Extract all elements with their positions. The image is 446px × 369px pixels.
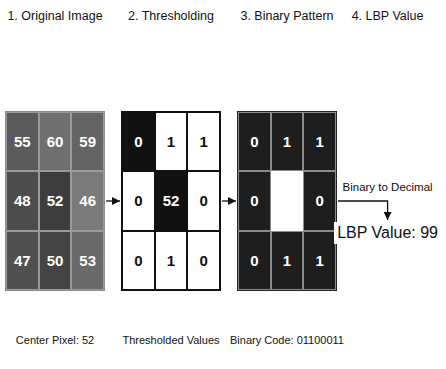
cell-value: 1 [315, 133, 323, 150]
cell-value: 53 [79, 252, 96, 269]
pixel-cell: 1 [187, 112, 220, 171]
pixel-cell: 0 [122, 231, 155, 290]
step-heading: 4. LBP Value [350, 9, 426, 23]
step-heading: 3. Binary Pattern [240, 9, 333, 23]
cell-value: 59 [79, 133, 96, 150]
cell-value: 0 [134, 192, 142, 209]
pixel-cell: 50 [39, 231, 72, 290]
pixel-cell: 48 [6, 171, 39, 230]
pixel-cell: 0 [187, 231, 220, 290]
cell-value: 50 [47, 252, 64, 269]
cell-value: 60 [47, 133, 64, 150]
pixel-cell: 0 [238, 231, 271, 290]
step-heading: 1. Original Image [7, 9, 102, 23]
result-value: LBP Value: 99 [334, 222, 441, 244]
pixel-cell: 46 [71, 171, 104, 230]
step-caption: Thresholded Values [122, 334, 219, 346]
step-caption: Center Pixel: 52 [16, 334, 94, 346]
cell-value: 0 [199, 192, 207, 209]
pixel-cell: 52 [39, 171, 72, 230]
pixel-cell: 0 [187, 171, 220, 230]
pixel-cell: 52 [155, 171, 188, 230]
cell-value: 55 [14, 133, 31, 150]
flow-arrow [106, 200, 120, 201]
pixel-cell: 59 [71, 112, 104, 171]
pixel-cell: 47 [6, 231, 39, 290]
cell-value: 0 [250, 133, 258, 150]
cell-value: 0 [134, 133, 142, 150]
cell-value: 0 [250, 252, 258, 269]
pixel-cell: 0 [238, 112, 271, 171]
pixel-cell: 0 [122, 171, 155, 230]
edge-label: Binary to Decimal [341, 181, 435, 193]
pixel-cell: 0 [303, 171, 336, 230]
cell-value: 1 [283, 133, 291, 150]
pixel-cell: 0 [238, 171, 271, 230]
cell-value: 0 [250, 192, 258, 209]
step-caption: Binary Code: 01100011 [230, 334, 344, 346]
cell-value: 0 [199, 252, 207, 269]
cell-value: 0 [134, 252, 142, 269]
pixel-grid: 3. Binary PatternBinary Code: 0110001101… [238, 112, 336, 290]
cell-value: 47 [14, 252, 31, 269]
cell-value: 1 [283, 252, 291, 269]
cell-value: LBP Value: 99 [337, 224, 438, 242]
flow-arrow [338, 201, 388, 220]
cell-value: 1 [315, 252, 323, 269]
cell-value: 1 [167, 133, 175, 150]
pixel-cell: 1 [303, 112, 336, 171]
cell-value: 0 [315, 192, 323, 209]
cell-value: 48 [14, 192, 31, 209]
cell-value: 52 [47, 192, 64, 209]
cell-value: 46 [79, 192, 96, 209]
cell-value: 1 [167, 252, 175, 269]
pixel-cell: 60 [39, 112, 72, 171]
pixel-cell: 1 [155, 231, 188, 290]
pixel-cell: 1 [271, 231, 304, 290]
cell-value: 52 [163, 192, 180, 209]
pixel-grid: 2. ThresholdingThresholded Values0110520… [122, 112, 220, 290]
pixel-cell: 53 [71, 231, 104, 290]
pixel-cell: 55 [6, 112, 39, 171]
pixel-grid: 1. Original ImageCenter Pixel: 525560594… [6, 112, 104, 290]
pixel-cell: 1 [303, 231, 336, 290]
cell-value: 1 [199, 133, 207, 150]
pixel-cell: 1 [155, 112, 188, 171]
flow-arrow [222, 200, 236, 201]
pixel-cell: 0 [122, 112, 155, 171]
step-heading: 2. Thresholding [128, 9, 214, 23]
pixel-cell: 1 [271, 112, 304, 171]
